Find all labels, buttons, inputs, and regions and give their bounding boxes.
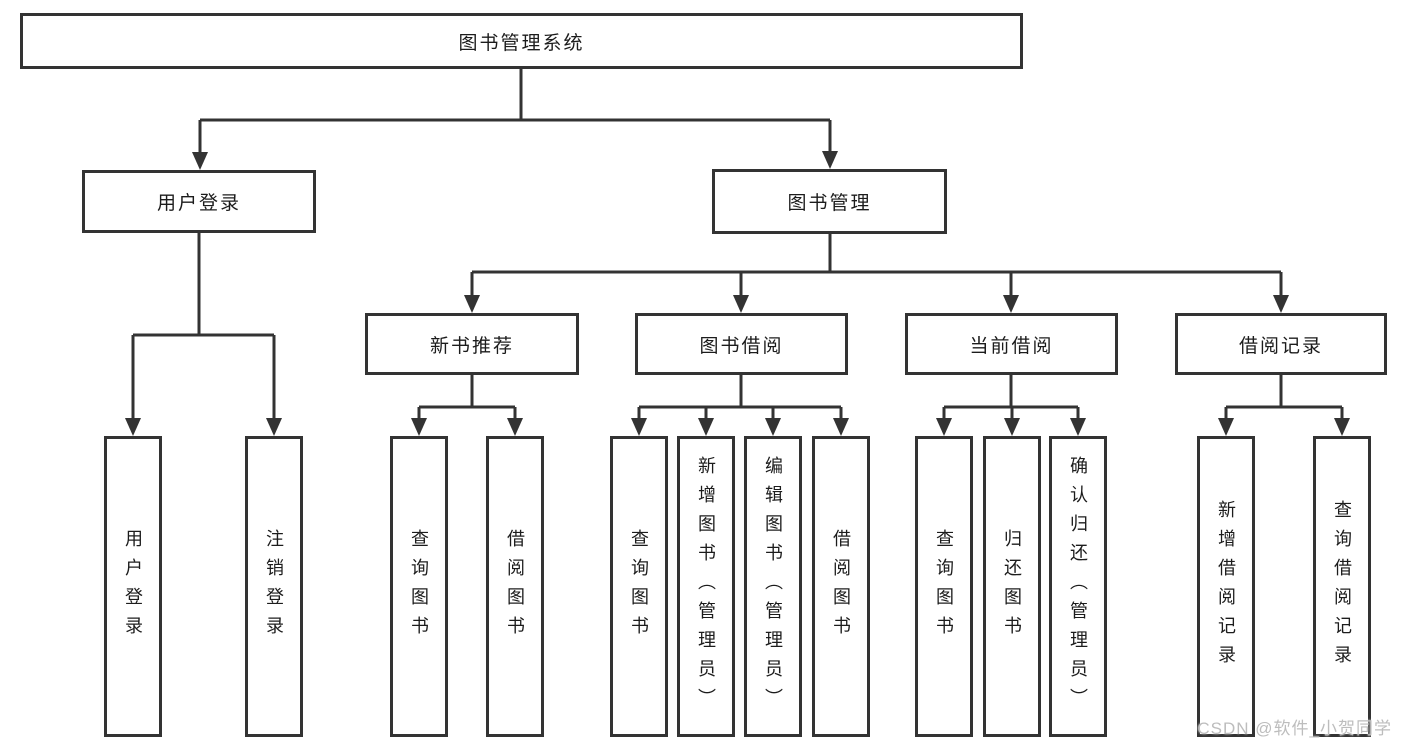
leaf-return-books-label: 归还图书	[1002, 528, 1022, 645]
leaf-query-books-current-label: 查询图书	[934, 528, 954, 645]
leaf-confirm-return-admin: 确认归还（管理员）	[1049, 436, 1107, 737]
leaf-user-login: 用户登录	[104, 436, 162, 737]
leaf-logout: 注销登录	[245, 436, 303, 737]
node-user-login: 用户登录	[82, 170, 316, 233]
node-borrowing-records: 借阅记录	[1175, 313, 1387, 375]
node-user-login-label: 用户登录	[156, 193, 241, 214]
leaf-add-borrow-record-label: 新增借阅记录	[1216, 499, 1236, 674]
leaf-borrow-books-recommend: 借阅图书	[486, 436, 544, 737]
node-library-system: 图书管理系统	[20, 13, 1023, 69]
leaf-borrow-books-borrowing-label: 借阅图书	[831, 528, 851, 645]
leaf-add-books-admin: 新增图书（管理员）	[677, 436, 735, 737]
node-new-book-recommendation: 新书推荐	[365, 313, 579, 375]
node-new-book-recommendation-label: 新书推荐	[429, 335, 514, 357]
leaf-query-books-borrowing: 查询图书	[610, 436, 668, 737]
leaf-confirm-return-admin-label: 确认归还（管理员）	[1068, 456, 1088, 717]
leaf-add-borrow-record: 新增借阅记录	[1197, 436, 1255, 737]
leaf-add-books-admin-label: 新增图书（管理员）	[696, 456, 716, 717]
arrowheads	[125, 151, 1350, 436]
node-book-borrowing-label: 图书借阅	[699, 335, 784, 357]
node-library-system-label: 图书管理系统	[458, 32, 585, 54]
leaf-query-books-current: 查询图书	[915, 436, 973, 737]
leaf-query-books-borrowing-label: 查询图书	[629, 528, 649, 645]
node-book-management: 图书管理	[712, 169, 947, 234]
leaf-query-borrow-record: 查询借阅记录	[1313, 436, 1371, 737]
node-current-borrowing-label: 当前借阅	[969, 335, 1054, 357]
leaf-borrow-books-recommend-label: 借阅图书	[505, 528, 525, 645]
watermark: CSDN @软件_小贺同学	[1197, 719, 1392, 738]
node-book-management-label: 图书管理	[787, 193, 872, 214]
leaf-query-books-recommend: 查询图书	[390, 436, 448, 737]
leaf-query-borrow-record-label: 查询借阅记录	[1332, 499, 1352, 674]
node-current-borrowing: 当前借阅	[905, 313, 1118, 375]
leaf-logout-label: 注销登录	[264, 528, 284, 645]
leaf-query-books-recommend-label: 查询图书	[409, 528, 429, 645]
node-borrowing-records-label: 借阅记录	[1238, 335, 1323, 357]
leaf-edit-books-admin-label: 编辑图书（管理员）	[763, 456, 783, 717]
leaf-return-books: 归还图书	[983, 436, 1041, 737]
leaf-user-login-label: 用户登录	[123, 528, 143, 645]
node-book-borrowing: 图书借阅	[635, 313, 848, 375]
leaf-borrow-books-borrowing: 借阅图书	[812, 436, 870, 737]
leaf-edit-books-admin: 编辑图书（管理员）	[744, 436, 802, 737]
